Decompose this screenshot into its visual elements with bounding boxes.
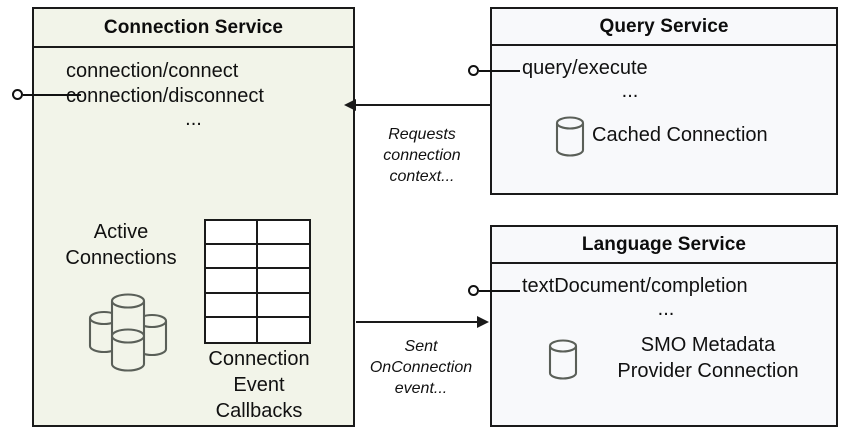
connector-label-line3: context...	[389, 168, 455, 185]
connector-label-line1: Requests	[388, 126, 456, 143]
database-cylinder-cluster-icon	[80, 288, 180, 378]
query-service-ellipsis: ...	[621, 80, 639, 102]
connector-label-sent-onconnection-event: Sent OnConnection event...	[357, 336, 485, 399]
callbacks-caption-line2: Event	[233, 374, 285, 396]
language-service-ellipsis: ...	[657, 298, 675, 320]
database-cylinder-icon	[553, 114, 587, 160]
operation-query-execute: query/execute	[522, 57, 648, 79]
grid-cell	[206, 245, 258, 270]
query-service-operations: query/execute ...	[522, 56, 826, 102]
callbacks-caption-line1: Connection	[208, 348, 310, 370]
connector-label-line3: event...	[394, 380, 448, 397]
operation-textdocument-completion: textDocument/completion	[522, 275, 748, 297]
grid-cell	[258, 318, 310, 342]
provided-interface-connector-line	[479, 70, 520, 72]
component-connection-service[interactable]: Connection Service connection/connect co…	[32, 7, 355, 427]
provided-interface-connector-line	[479, 290, 520, 292]
connector-label-line2: connection	[383, 147, 461, 164]
cached-connection-label: Cached Connection	[592, 124, 768, 146]
arrowhead-right-icon	[477, 316, 489, 328]
operation-connection-connect: connection/connect	[66, 60, 239, 82]
arrowhead-left-icon	[344, 99, 356, 111]
provided-interface-connector-line	[23, 94, 81, 96]
connection-service-ellipsis: ...	[185, 108, 202, 130]
connector-line	[356, 104, 490, 106]
component-language-service[interactable]: Language Service textDocument/completion…	[490, 225, 838, 427]
grid-cell	[206, 269, 258, 294]
grid-cell	[257, 269, 309, 294]
callbacks-caption-line3: Callbacks	[215, 400, 303, 422]
table-grid-icon	[204, 219, 311, 344]
database-cylinder-icon	[546, 337, 580, 383]
connection-service-operations: connection/connect connection/disconnect…	[66, 59, 343, 130]
connection-event-callbacks-caption: Connection Event Callbacks	[194, 346, 324, 424]
artifact-label-line2: Provider Connection	[617, 360, 799, 382]
connector-label-line2: OnConnection	[369, 359, 473, 376]
provided-interface-lollipop-icon[interactable]	[12, 89, 23, 100]
grid-cell	[257, 245, 309, 270]
language-service-operations: textDocument/completion ...	[522, 274, 830, 320]
grid-cell	[257, 221, 309, 246]
connector-line	[356, 321, 478, 323]
artifact-label-line1: SMO Metadata	[640, 334, 776, 356]
grid-cell	[257, 294, 309, 318]
active-connections-caption: Active Connections	[42, 219, 200, 271]
smo-metadata-provider-connection-label: SMO Metadata Provider Connection	[584, 332, 832, 384]
provided-interface-lollipop-icon[interactable]	[468, 65, 479, 76]
connection-service-title: Connection Service	[34, 9, 353, 48]
connector-label-requests-connection-context: Requests connection context...	[361, 124, 483, 187]
grid-cell	[206, 317, 258, 342]
language-service-title: Language Service	[492, 227, 836, 264]
operation-connection-disconnect: connection/disconnect	[66, 85, 264, 107]
component-query-service[interactable]: Query Service query/execute ... Cached C…	[490, 7, 838, 195]
active-connections-caption-line1: Active	[93, 221, 149, 243]
query-service-title: Query Service	[492, 9, 836, 46]
active-connections-caption-line2: Connections	[65, 247, 177, 269]
provided-interface-lollipop-icon[interactable]	[468, 285, 479, 296]
grid-cell	[206, 293, 258, 318]
grid-cell	[206, 221, 258, 246]
connector-label-line1: Sent	[404, 338, 438, 355]
